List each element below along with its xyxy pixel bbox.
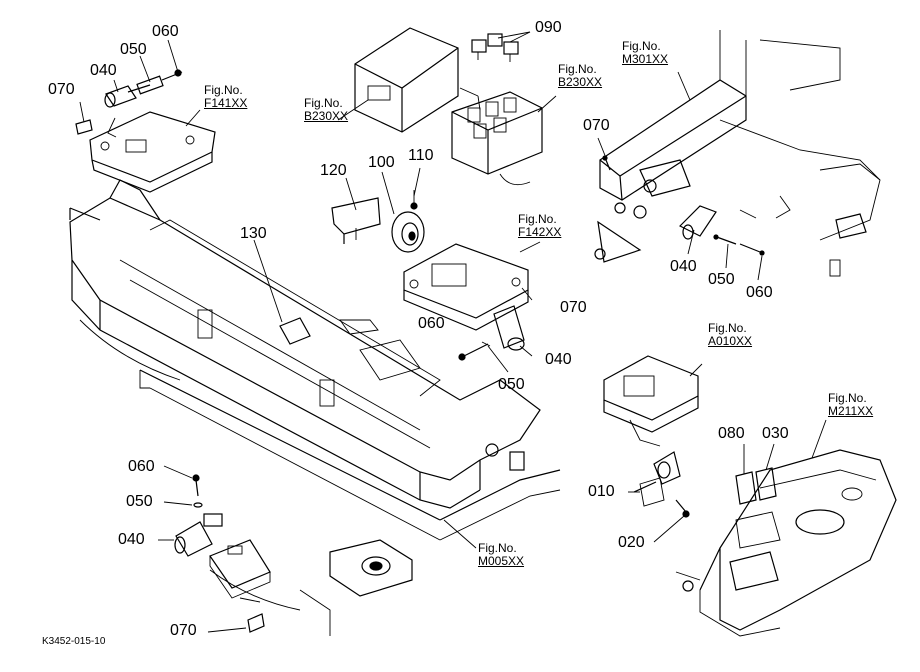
fig-ref-f141[interactable]: Fig.No. F141XX [204,83,248,111]
fig-ref-code: M005XX [478,554,525,569]
fig-ref-f142[interactable]: Fig.No. F142XX [518,212,562,240]
horn-leaders [345,167,421,215]
part-label-110: 110 [408,147,434,164]
fig-ref-prefix: Fig.No. [558,62,597,76]
part-label-050-top-left: 050 [120,41,147,58]
drawing-reference-code: K3452-015-10 [42,636,106,647]
fig-ref-b230-left[interactable]: Fig.No. B230XX [304,96,349,124]
part-label-010: 010 [588,483,615,500]
part-label-080: 080 [718,425,745,442]
part-label-130: 130 [240,225,267,242]
part-label-040-bottom-left: 040 [118,531,145,548]
fig-ref-prefix: Fig.No. [204,83,243,97]
part-label-070-top-left: 070 [48,81,75,98]
part-label-060-bottom-left: 060 [128,458,155,475]
fig-ref-code: A010XX [708,334,753,349]
part-label-050-bottom-left: 050 [126,493,153,510]
fig-ref-m005[interactable]: Fig.No. M005XX [478,541,525,569]
fig-ref-code: M301XX [622,52,669,67]
fig-ref-code: F141XX [204,96,248,111]
fig-ref-code: M211XX [828,404,874,419]
part-label-050-center: 050 [498,376,525,393]
console-leaders [743,419,827,474]
right-middle-leaders [628,363,703,543]
main-frame [69,179,561,636]
bottom-left-leaders [158,465,247,633]
part-label-120: 120 [320,162,347,179]
part-label-070-top-right: 070 [583,117,610,134]
fig-ref-prefix: Fig.No. [304,96,343,110]
right-column-leaders [597,71,763,281]
steering-column [594,30,881,277]
fig-ref-b230-right[interactable]: Fig.No. B230XX [558,62,603,90]
relays [471,33,519,62]
fig-ref-code: F142XX [518,225,562,240]
top-left-bracket-assembly [75,69,216,193]
top-left-leaders [79,39,201,127]
center-bracket-assembly [403,243,529,361]
fig-ref-prefix: Fig.No. [518,212,557,226]
right-middle-bracket [603,355,699,518]
module-box [354,27,459,133]
fig-ref-prefix: Fig.No. [478,541,517,555]
center-leaders [487,241,541,373]
bottom-left-switch [174,474,271,633]
fig-ref-code: B230XX [558,75,603,90]
frame-leaders [253,239,477,549]
part-label-060-top-right: 060 [746,284,773,301]
horn-assembly [331,190,425,253]
part-label-020: 020 [618,534,645,551]
part-label-040-top-right: 040 [670,258,697,275]
part-label-070-center: 070 [560,299,587,316]
part-label-060-center: 060 [418,315,445,332]
part-label-070-bottom-left: 070 [170,622,197,639]
console-panel [675,449,897,637]
part-label-090: 090 [535,19,562,36]
fig-ref-prefix: Fig.No. [622,39,661,53]
relay-holder [451,87,543,186]
fig-ref-code: B230XX [304,109,349,124]
top-center-leaders [337,31,557,121]
fig-ref-m301[interactable]: Fig.No. M301XX [622,39,669,67]
part-label-040-top-left: 040 [90,62,117,79]
fig-ref-prefix: Fig.No. [708,321,747,335]
fig-ref-a010[interactable]: Fig.No. A010XX [708,321,753,349]
fig-ref-prefix: Fig.No. [828,391,867,405]
part-label-050-top-right: 050 [708,271,735,288]
part-label-040-center: 040 [545,351,572,368]
part-label-100: 100 [368,154,395,171]
fig-ref-m211[interactable]: Fig.No. M211XX [828,391,874,419]
part-label-030: 030 [762,425,789,442]
part-label-060-top-left: 060 [152,23,179,40]
